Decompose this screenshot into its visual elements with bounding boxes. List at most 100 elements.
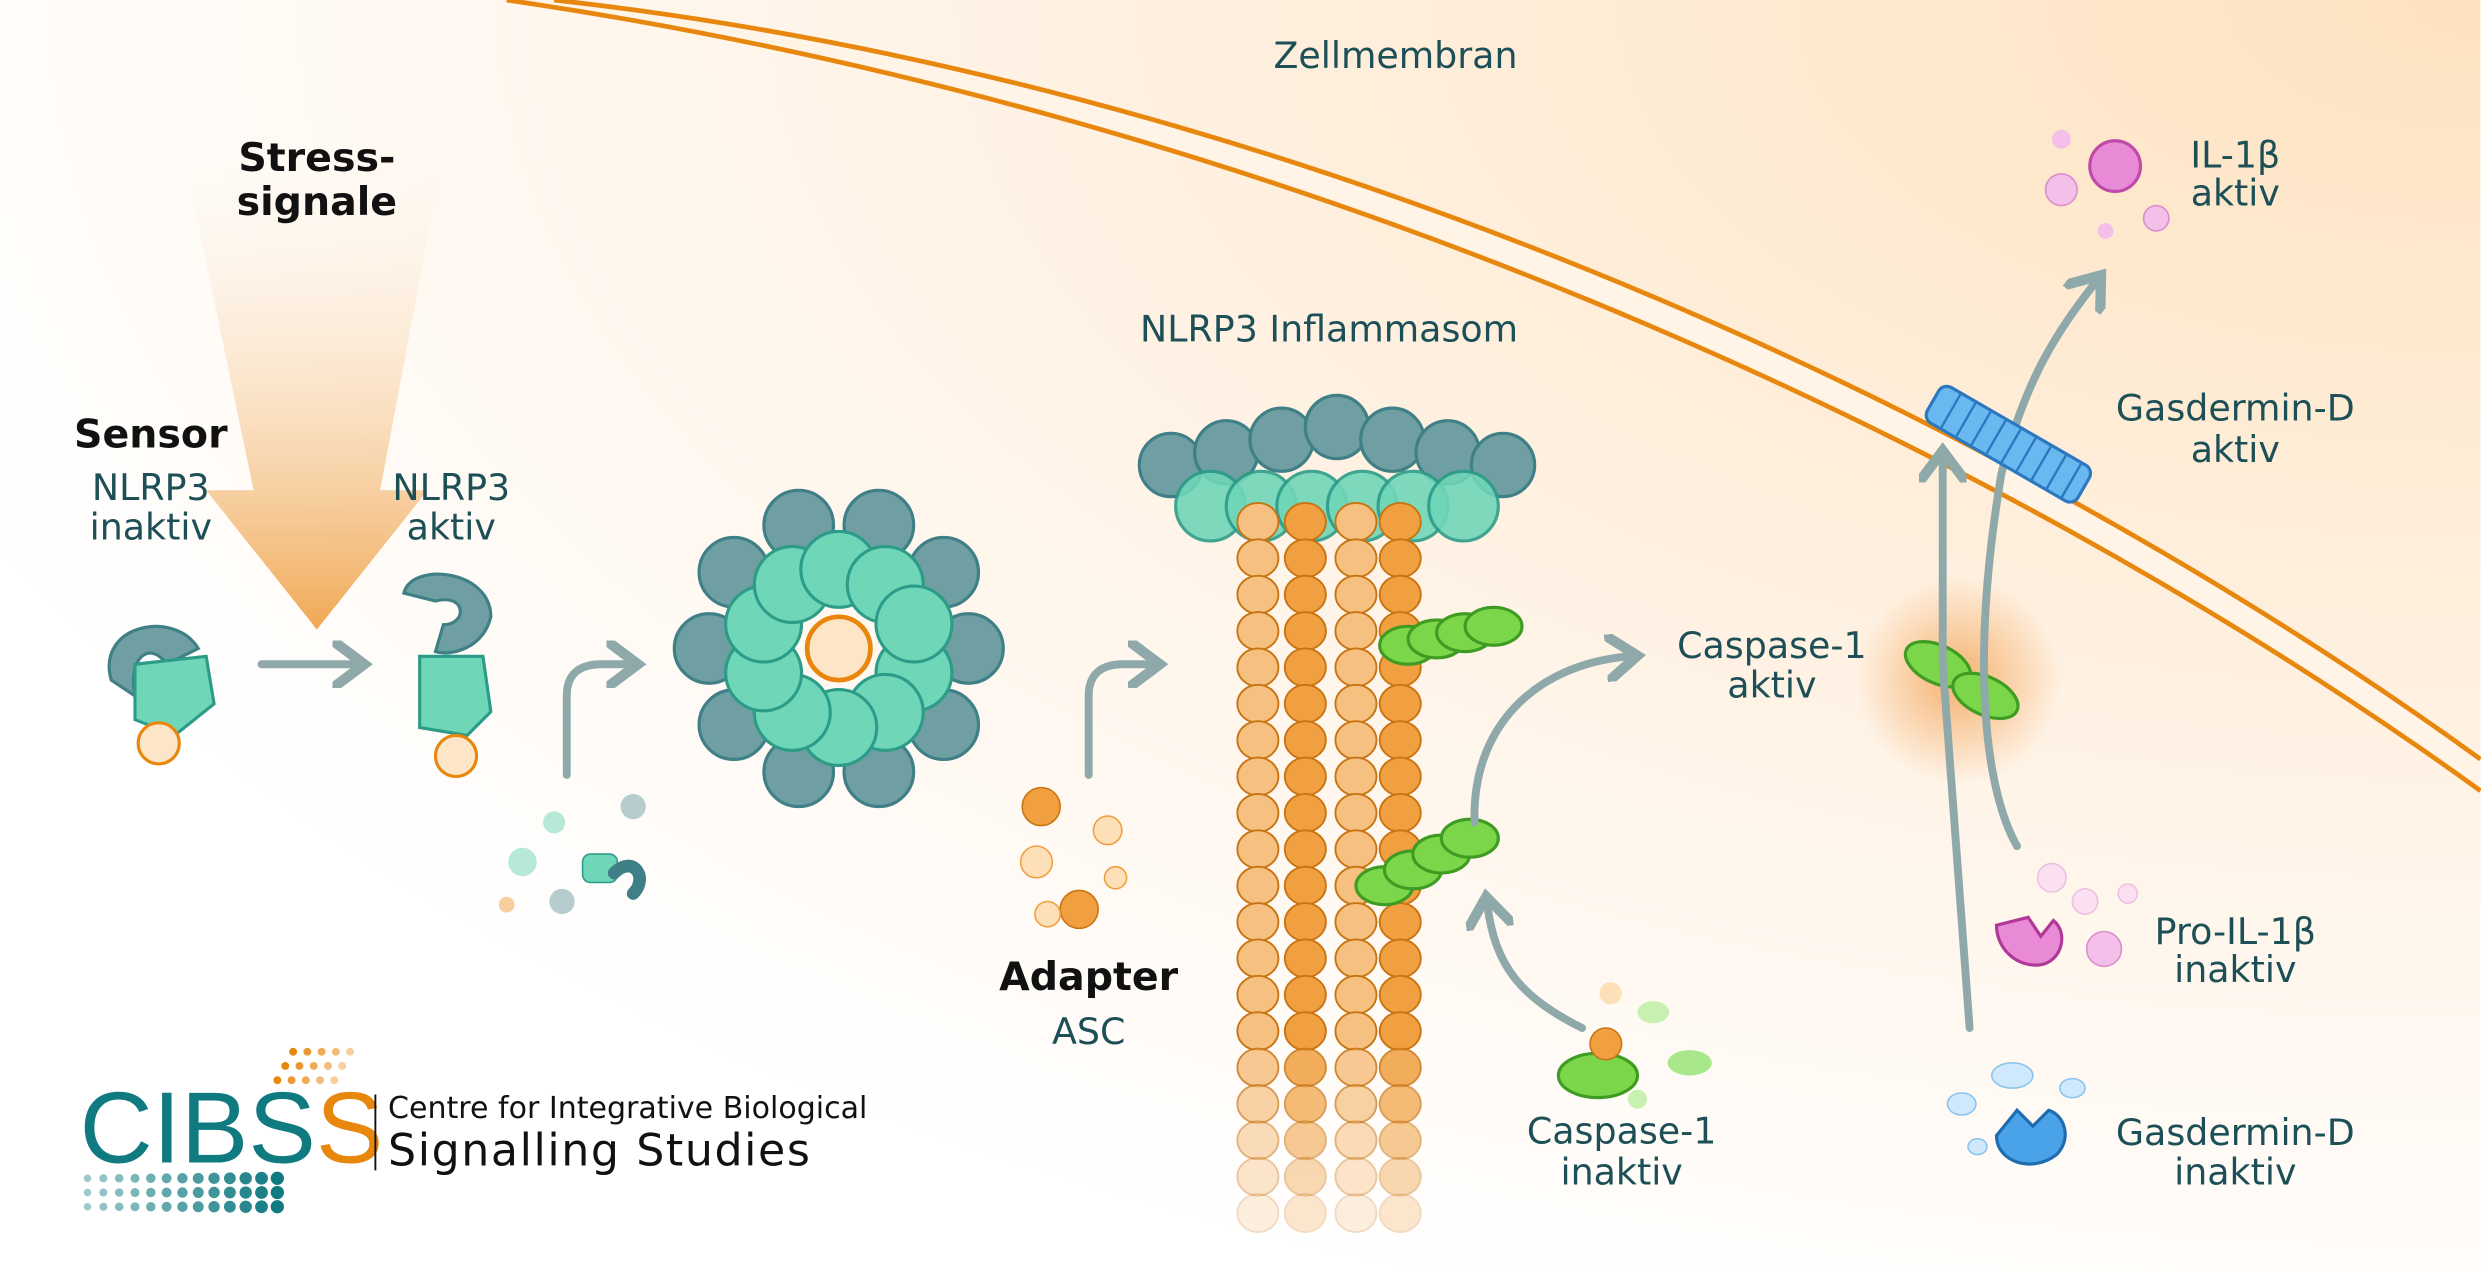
asc-filament-unit [1236, 1011, 1280, 1052]
asc-filament-unit [1283, 1120, 1327, 1161]
asc-filament-unit [1236, 1193, 1280, 1233]
logo-dot [331, 1047, 340, 1056]
asc-filament-unit [1378, 574, 1422, 615]
asc-filament-unit [1283, 829, 1327, 870]
asc-adapter-icon [1019, 786, 1128, 930]
cibss-logo: CIBSS Centre for Integrative Biological … [80, 1047, 867, 1214]
pro-il1b-label-2: inaktiv [2174, 948, 2296, 991]
arrow-caspase-activation [1470, 656, 1629, 827]
asc-filament-unit [1283, 974, 1327, 1015]
logo-acronym-orange: S [316, 1071, 384, 1184]
caspase-active-label-2: aktiv [1727, 663, 1816, 706]
logo-dot [323, 1062, 332, 1070]
logo-dot [208, 1172, 220, 1184]
asc-filament-unit [1236, 1120, 1280, 1161]
faded-nlrp3-fragments-icon [498, 793, 646, 915]
pro-il1b-icon [1994, 862, 2139, 968]
logo-dot [114, 1188, 124, 1197]
logo-dot [239, 1200, 252, 1213]
logo-dot [192, 1187, 204, 1198]
logo-dot [255, 1186, 268, 1199]
pro-il1b-label-1: Pro-IL-1β [2155, 910, 2316, 953]
asc-filament-unit [1378, 792, 1422, 833]
asc-filament-unit [1378, 756, 1422, 797]
nlrp3-oligomer-ring-icon [672, 488, 1005, 809]
asc-filament-unit [1236, 538, 1280, 579]
arrow-asc-recruitment [1084, 664, 1152, 779]
asc-filament-unit [1236, 938, 1280, 979]
asc-filament-unit [1283, 865, 1327, 906]
asc-filament-unit [1283, 683, 1327, 724]
asc-filament-unit [1283, 1193, 1327, 1233]
il1b-active-label-2: aktiv [2191, 172, 2280, 215]
asc-filament-unit [1283, 792, 1327, 833]
asc-filament-unit [1236, 902, 1280, 942]
logo-dot [161, 1187, 172, 1198]
logo-dot [177, 1201, 188, 1212]
asc-filament-unit [1283, 756, 1327, 797]
pyd-core [804, 614, 873, 683]
asc-filament-unit [1334, 683, 1378, 724]
asc-filament-unit [1378, 1084, 1422, 1124]
logo-dot [239, 1172, 252, 1185]
asc-filament-unit [1283, 611, 1327, 651]
gasdermin-active-label-1: Gasdermin-D [2116, 387, 2355, 430]
asc-filament-unit [1283, 1047, 1327, 1088]
logo-dot [177, 1173, 188, 1184]
logo-acronym-teal: CIBS [80, 1071, 316, 1184]
asc-filament-unit [1236, 647, 1280, 688]
asc-filament-unit [1334, 574, 1378, 615]
logo-dot [83, 1188, 92, 1197]
cell-membrane [506, 0, 2481, 793]
asc-filament-unit [1236, 792, 1280, 833]
logo-dot [301, 1076, 310, 1085]
logo-dot [239, 1186, 252, 1199]
asc-filament-unit [1334, 501, 1378, 542]
il1b-active-icon [2044, 129, 2170, 239]
nlrp3-inactive-icon [107, 624, 216, 766]
asc-filament-unit [1236, 574, 1280, 615]
nlrp3-active-icon [401, 572, 493, 779]
logo-line-1: Centre for Integrative Biological [388, 1091, 867, 1126]
logo-dot [208, 1186, 220, 1199]
logo-dot [83, 1202, 92, 1211]
asc-filament-unit [1236, 756, 1280, 797]
gasdermin-pore-icon [1924, 384, 2093, 504]
asc-filament-unit [1236, 1047, 1280, 1088]
asc-filament-unit [1378, 1047, 1422, 1088]
asc-filament-unit [1334, 1120, 1378, 1161]
nlrp3-inflammasome-icon [1137, 393, 1537, 1233]
logo-dot [338, 1062, 347, 1070]
caspase-on-filament [1463, 605, 1524, 647]
asc-filament-unit [1236, 720, 1280, 761]
asc-filament-unit [1378, 974, 1422, 1015]
stress-signal-arrow [174, 110, 452, 630]
logo-dot [270, 1185, 284, 1200]
logo-dot [99, 1188, 108, 1197]
asc-filament-unit [1236, 501, 1280, 542]
il1b-active-label-1: IL-1β [2190, 134, 2280, 177]
logo-dot [255, 1171, 268, 1185]
asc-filament-unit [1334, 1084, 1378, 1124]
logo-dot [317, 1047, 326, 1056]
asc-filament-unit [1236, 974, 1280, 1015]
stress-label-2: signale [237, 179, 398, 225]
arrow-caspase-recruitment [1487, 905, 1587, 1032]
logo-dot [223, 1200, 236, 1213]
asc-filament-unit [1236, 829, 1280, 870]
nlrp3-lrr-domain [1303, 393, 1371, 461]
asc-filament-unit [1283, 902, 1327, 942]
caspase-inactive-icon [1556, 982, 1712, 1109]
asc-filament-unit [1283, 1084, 1327, 1124]
asc-filament-unit [1334, 1193, 1378, 1233]
gasdermin-active-label-2: aktiv [2191, 428, 2280, 471]
logo-dot [146, 1201, 156, 1212]
logo-dot [270, 1171, 284, 1185]
asc-filament-unit [1334, 647, 1378, 688]
nlrp3-nacht-domain [874, 584, 954, 664]
asc-filament-unit [1334, 938, 1378, 979]
logo-dot [130, 1187, 140, 1198]
asc-filament-unit [1334, 902, 1378, 942]
svg-text:CIBSS: CIBSS [80, 1071, 384, 1184]
adapter-title: Adapter [999, 954, 1179, 1000]
